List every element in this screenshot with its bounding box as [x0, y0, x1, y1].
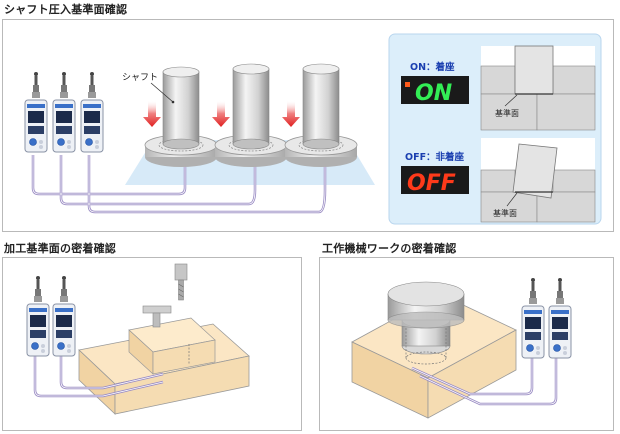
press-arrow-1 — [143, 100, 161, 127]
workpiece-block — [128, 317, 216, 375]
sensor-unit-3 — [80, 72, 104, 153]
sensor-unit-4 — [26, 276, 50, 357]
panel-workpiece — [319, 257, 614, 431]
off-seat-illustration: 基準面 — [480, 138, 596, 223]
on-display — [401, 76, 469, 104]
on-state-label: ON：着座 — [410, 61, 455, 73]
clamp — [142, 305, 172, 328]
sensor-unit-2 — [52, 72, 76, 153]
sensor-unit-5 — [52, 276, 76, 357]
off-display — [401, 166, 469, 194]
section-title-workpiece: 工作機械ワークの密着確認 — [322, 242, 457, 255]
on-seat-illustration: 基準面 — [480, 45, 596, 131]
panel-machining — [2, 257, 302, 431]
sensor-unit-1 — [24, 72, 48, 153]
shaft-assembly-1 — [144, 66, 218, 167]
machining-diagram — [26, 263, 250, 415]
section-title-machining: 加工基準面の密着確認 — [4, 242, 116, 255]
press-arrow-2 — [212, 100, 230, 127]
shaft-assembly-2 — [214, 63, 288, 167]
drill-bit — [174, 263, 188, 301]
round-fixture — [387, 281, 465, 365]
press-arrows — [143, 100, 300, 127]
sensor-unit-6 — [521, 278, 545, 359]
on-ref-label: 基準面 — [495, 108, 519, 118]
workpiece-diagram — [351, 278, 572, 419]
panel-shaft: シャフト ON：着座 ON 基準面 OFF：非着座 — [2, 19, 614, 232]
shaft-assembly-3 — [284, 63, 358, 167]
shaft-label-leader — [150, 82, 174, 103]
off-ref-label: 基準面 — [493, 208, 517, 218]
sensor-unit-7 — [548, 278, 572, 359]
off-state-label: OFF：非着座 — [405, 151, 465, 163]
shaft-diagram: シャフト ON：着座 ON 基準面 OFF：非着座 — [24, 33, 602, 225]
status-inset: ON：着座 ON 基準面 OFF：非着座 OFF — [388, 33, 602, 225]
on-display-text: ON — [415, 81, 452, 106]
section-title-shaft: シャフト圧入基準面確認 — [4, 3, 128, 16]
press-arrow-3 — [282, 100, 300, 127]
off-display-text: OFF — [407, 171, 456, 196]
shaft-label: シャフト — [122, 73, 158, 83]
